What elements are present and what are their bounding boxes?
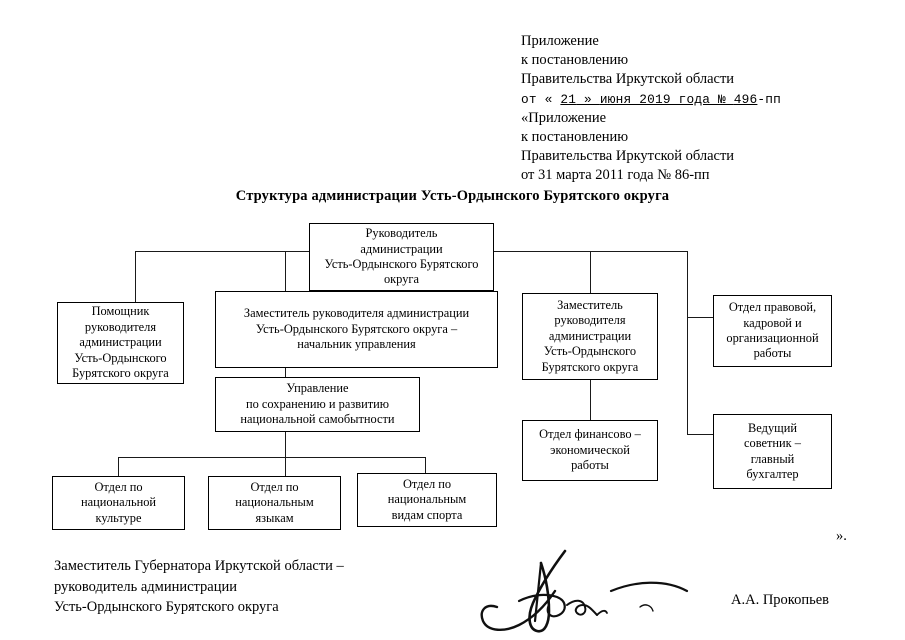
decree-day: 21	[560, 91, 577, 107]
decree-prefix: от «	[521, 91, 561, 107]
node-directorate-line-1: Управление	[286, 381, 349, 396]
signature-title-block: Заместитель Губернатора Иркутской област…	[54, 556, 344, 618]
node-legal-dept-line-3: организационной	[726, 331, 819, 345]
node-assistant[interactable]: Помощник руководителя администрации Усть…	[57, 302, 184, 384]
quoted-header-line-1: «Приложение	[521, 109, 607, 126]
header-line-1: Приложение	[521, 33, 599, 49]
signature-title-line-2: руководитель администрации	[54, 578, 238, 595]
node-culture-dept[interactable]: Отдел по национальной культуре	[52, 476, 185, 530]
decree-date-line: от « 21 » июня 2019 года № 496-пп	[521, 90, 851, 109]
node-assistant-line-3: администрации	[79, 335, 162, 350]
connector-to-deputy	[590, 251, 591, 293]
node-directorate-line-2: по сохранению и развитию	[245, 396, 390, 411]
quoted-header-line-4: от 31 марта 2011 года № 86-пп	[521, 167, 710, 184]
node-finance-dept-line-1: Отдел финансово –	[539, 427, 641, 442]
node-deputy-line-2: руководителя	[554, 313, 626, 328]
node-sports-dept-line-3: видам спорта	[391, 507, 463, 522]
connector-to-legal-dept	[687, 317, 713, 318]
decree-header: Приложение к постановлению Правительства…	[521, 32, 851, 186]
decree-number-sign: №	[718, 91, 734, 107]
node-finance-dept[interactable]: Отдел финансово – экономической работы	[522, 420, 658, 481]
connector-directorate-drop	[285, 432, 286, 457]
connector-head-left-bus	[135, 251, 309, 252]
node-legal-dept-line-2: кадровой и	[743, 315, 802, 330]
decree-mid: »	[576, 91, 600, 107]
decree-suffix: -пп	[757, 91, 782, 107]
node-head-line-2: администрации	[360, 241, 443, 256]
node-sports-dept-line-1: Отдел по	[402, 476, 452, 491]
node-languages-dept-line-3: языкам	[255, 510, 294, 525]
node-legal-dept-line-4: работы	[753, 346, 792, 361]
node-assistant-line-1: Помощник	[91, 304, 150, 319]
connector-to-chief-accountant	[687, 434, 713, 435]
node-deputy-line-5: Бурятского округа	[541, 359, 639, 374]
decree-number: 496	[733, 91, 758, 107]
node-culture-dept-line-1: Отдел по	[94, 479, 143, 494]
signature-title-line-1: Заместитель Губернатора Иркутской област…	[54, 558, 344, 574]
node-deputy-chief-line-1: Заместитель руководителя администрации	[243, 306, 470, 321]
node-assistant-line-4: Усть-Ордынского	[74, 350, 167, 365]
node-deputy-line-1: Заместитель	[557, 297, 623, 312]
node-finance-dept-line-2: экономической	[550, 442, 630, 457]
node-deputy-chief[interactable]: Заместитель руководителя администрации У…	[215, 291, 498, 368]
node-sports-dept-line-2: национальным	[387, 492, 467, 507]
node-languages-dept-line-1: Отдел по	[250, 479, 299, 494]
node-directorate-line-3: национальной самобытности	[240, 412, 395, 427]
node-head-line-4: округа	[383, 272, 419, 287]
node-deputy[interactable]: Заместитель руководителя администрации У…	[522, 293, 658, 380]
node-finance-dept-line-3: работы	[571, 458, 609, 473]
node-chief-accountant-line-3: главный	[750, 451, 795, 466]
node-sports-dept[interactable]: Отдел по национальным видам спорта	[357, 473, 497, 527]
connector-to-deputy-chief	[285, 251, 286, 291]
signer-name: А.А. Прокопьев	[731, 592, 830, 608]
node-deputy-line-3: администрации	[548, 328, 632, 343]
connector-to-assistant	[135, 251, 136, 302]
connector-to-culture-dept	[118, 457, 119, 476]
node-assistant-line-2: руководителя	[84, 319, 157, 334]
quoted-header-line-3: Правительства Иркутской области	[521, 148, 735, 165]
node-deputy-chief-line-3: начальник управления	[297, 337, 416, 352]
connector-to-sports-dept	[425, 457, 426, 476]
node-deputy-chief-line-2: Усть-Ордынского Бурятского округа –	[255, 321, 458, 336]
node-culture-dept-line-2: национальной	[80, 495, 157, 510]
connector-deputy-chief-to-directorate	[285, 368, 286, 377]
node-chief-accountant-line-1: Ведущий	[748, 420, 797, 435]
node-head[interactable]: Руководитель администрации Усть-Ордынско…	[309, 223, 494, 291]
node-head-line-1: Руководитель	[365, 226, 438, 241]
connector-deputy-to-finance	[590, 380, 591, 420]
handwritten-signature	[480, 549, 689, 633]
node-legal-dept-line-1: Отдел правовой,	[728, 300, 817, 315]
connector-to-languages-dept	[285, 457, 286, 476]
node-legal-dept[interactable]: Отдел правовой, кадровой и организационн…	[713, 295, 832, 367]
header-line-2: к постановлению	[521, 52, 629, 69]
node-assistant-line-5: Бурятского округа	[72, 366, 169, 381]
header-line-3: Правительства Иркутской области	[521, 71, 735, 88]
node-chief-accountant[interactable]: Ведущий советник – главный бухгалтер	[713, 414, 832, 489]
node-languages-dept[interactable]: Отдел по национальным языкам	[208, 476, 341, 530]
node-head-line-3: Усть-Ордынского Бурятского	[324, 257, 479, 271]
connector-right-spine	[687, 251, 688, 435]
decree-month-year: июня 2019 года	[599, 91, 719, 107]
node-chief-accountant-line-4: бухгалтер	[746, 466, 799, 481]
node-languages-dept-line-2: национальным	[235, 495, 314, 510]
node-culture-dept-line-3: культуре	[95, 510, 142, 525]
signature-title-line-3: Усть-Ордынского Бурятского округа	[54, 599, 279, 615]
connector-bottom-bus	[118, 457, 425, 458]
quoted-header-line-2: к постановлению	[521, 129, 629, 146]
node-deputy-line-4: Усть-Ордынского	[543, 344, 637, 359]
node-directorate[interactable]: Управление по сохранению и развитию наци…	[215, 377, 420, 432]
closing-quote: ».	[836, 528, 847, 544]
node-chief-accountant-line-2: советник –	[744, 436, 801, 451]
page-title: Структура администрации Усть-Ордынского …	[235, 188, 670, 204]
